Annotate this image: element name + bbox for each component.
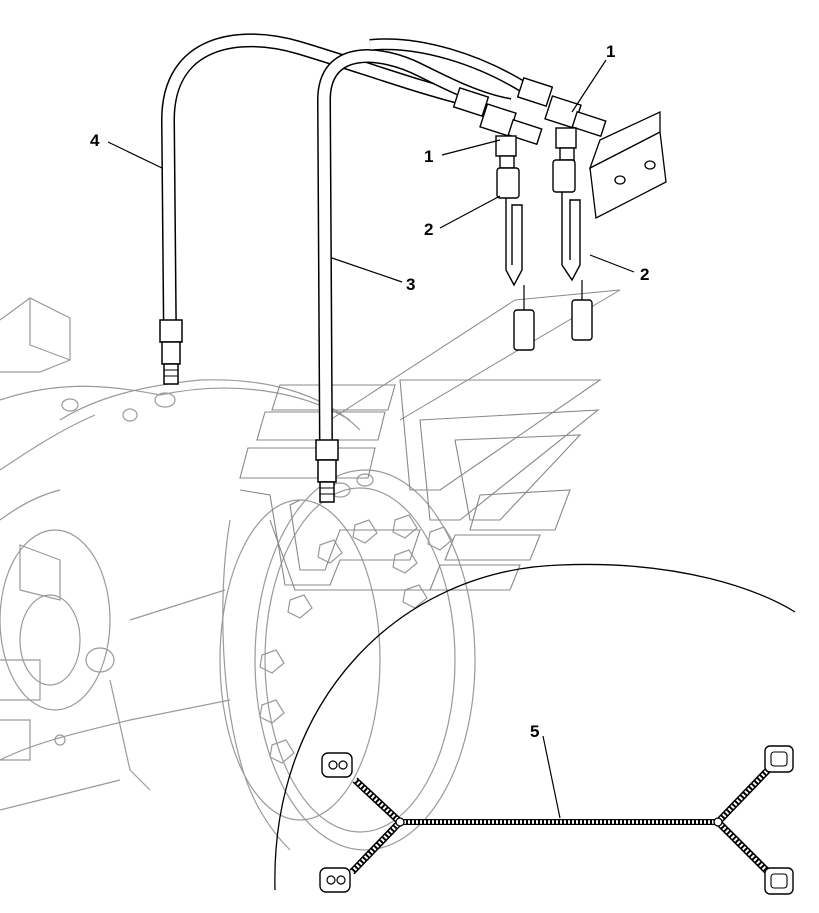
axle-housing-background — [0, 297, 476, 851]
leader-4 — [107, 141, 163, 169]
leader-5 — [542, 735, 561, 819]
callout-1-left: 1 — [424, 147, 433, 166]
detail-view-circle — [274, 563, 796, 891]
watermark-logo — [239, 379, 602, 591]
callout-labels: 1 1 2 2 3 4 5 — [90, 42, 649, 741]
leader-2-right — [589, 254, 635, 273]
harness-connector-bottom-right — [764, 867, 794, 895]
callout-2-right: 2 — [640, 265, 649, 284]
harness-connector-top-left — [321, 752, 353, 778]
tee-fitting-right — [516, 76, 607, 161]
callout-5: 5 — [530, 722, 539, 741]
sensor-right — [552, 159, 593, 341]
leader-lines — [107, 59, 635, 819]
hose-4 — [159, 33, 472, 385]
hose-upper-right — [369, 38, 529, 94]
callout-4: 4 — [90, 131, 100, 150]
harness-connector-bottom-left — [319, 867, 351, 893]
leader-3 — [331, 257, 403, 283]
tee-fitting-left — [452, 86, 543, 169]
leader-1-left — [441, 139, 501, 156]
sensor-left — [496, 167, 535, 351]
leader-2-left — [439, 195, 501, 229]
callout-1-right: 1 — [606, 42, 615, 61]
flange-bolts — [259, 514, 453, 764]
wiring-harness — [319, 745, 794, 895]
callout-2-left: 2 — [424, 220, 433, 239]
leader-1-right — [571, 59, 607, 113]
harness-connector-top-right — [764, 745, 794, 773]
mounting-bracket — [588, 110, 667, 220]
callout-3: 3 — [406, 275, 415, 294]
